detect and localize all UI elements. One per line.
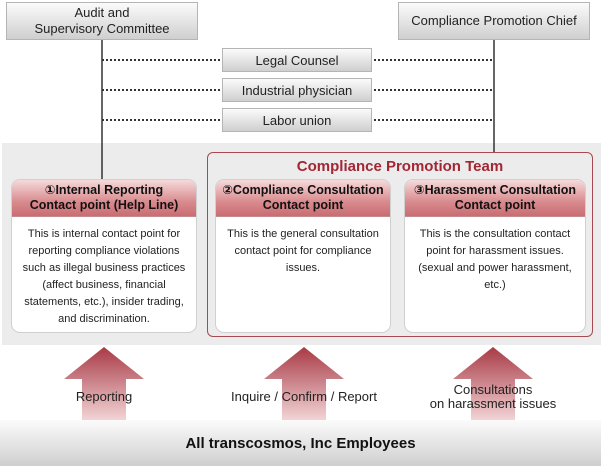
internal-reporting-header: ①Internal Reporting Contact point (Help … — [12, 180, 196, 217]
consultation-label-line2: on harassment issues — [429, 396, 557, 411]
industrial-physician-label: Industrial physician — [241, 82, 353, 98]
consultation-label-line1: Consultations — [453, 382, 533, 397]
compliance-consultation-title2: Contact point — [262, 198, 344, 212]
employees-bar: All transcosmos, Inc Employees — [0, 420, 601, 466]
harassment-consultation-header: ③Harassment Consultation Contact point — [405, 180, 585, 217]
internal-reporting-title1: ①Internal Reporting — [44, 183, 164, 197]
harassment-consultation-card: ③Harassment Consultation Contact point T… — [405, 180, 585, 332]
compliance-consultation-header: ②Compliance Consultation Contact point — [216, 180, 390, 217]
legal-counsel-label: Legal Counsel — [255, 52, 339, 68]
industrial-physician-box: Industrial physician — [222, 78, 372, 102]
labor-union-box: Labor union — [222, 108, 372, 132]
inquire-arrow-icon — [264, 347, 344, 420]
compliance-consultation-title1: ②Compliance Consultation — [222, 183, 384, 197]
compliance-team-frame — [207, 152, 593, 337]
audit-committee-box: Audit and Supervisory Committee — [6, 2, 198, 40]
compliance-chief-box: Compliance Promotion Chief — [398, 2, 590, 40]
reporting-arrow-icon — [64, 347, 144, 420]
audit-committee-line2: Supervisory Committee — [34, 21, 170, 36]
inquire-label: Inquire / Confirm / Report — [231, 389, 377, 404]
harassment-consultation-body: This is the consultation contact point f… — [418, 228, 572, 291]
compliance-chief-label: Compliance Promotion Chief — [411, 13, 577, 28]
legal-counsel-box: Legal Counsel — [222, 48, 372, 72]
audit-committee-line1: Audit and — [74, 5, 130, 20]
internal-reporting-body: This is internal contact point for repor… — [22, 228, 186, 325]
compliance-team-title: Compliance Promotion Team — [296, 158, 504, 175]
compliance-consultation-body: This is the general consultation contact… — [227, 228, 379, 274]
harassment-consultation-title2: Contact point — [454, 198, 536, 212]
compliance-consultation-card: ②Compliance Consultation Contact point T… — [216, 180, 390, 332]
consultation-arrow-icon — [453, 347, 533, 420]
consultation-label: Consultations on harassment issues — [420, 383, 566, 411]
reporting-label: Reporting — [75, 389, 133, 404]
harassment-consultation-title1: ③Harassment Consultation — [414, 183, 576, 197]
employees-label: All transcosmos, Inc Employees — [185, 434, 416, 452]
labor-union-label: Labor union — [262, 112, 332, 128]
internal-reporting-title2: Contact point (Help Line) — [29, 198, 179, 212]
internal-reporting-card: ①Internal Reporting Contact point (Help … — [12, 180, 196, 332]
